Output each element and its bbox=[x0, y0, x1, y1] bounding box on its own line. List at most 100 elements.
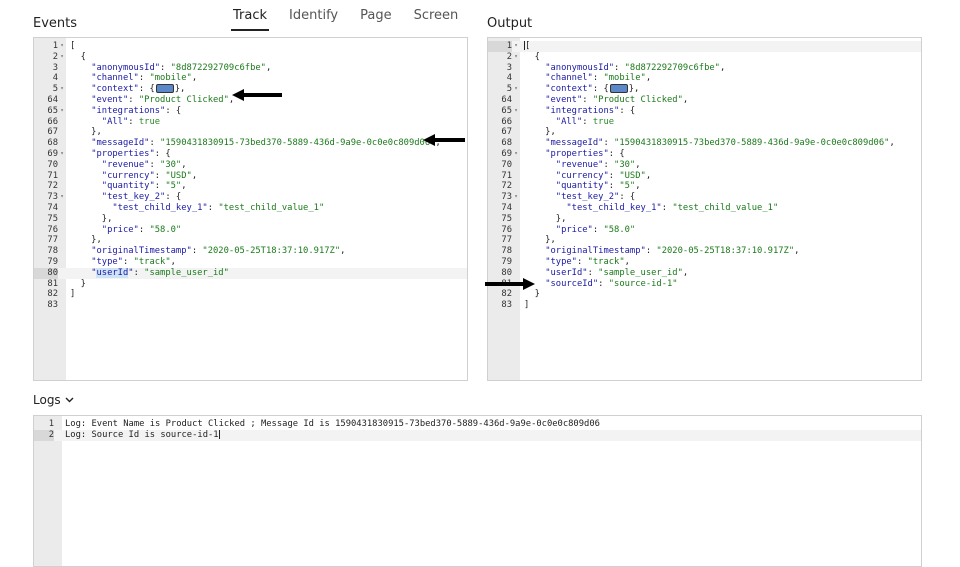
line-text: "currency": "USD", bbox=[524, 171, 651, 182]
code-line[interactable]: 82 } bbox=[488, 289, 921, 300]
code-line[interactable]: 3 "anonymousId": "8d872292709c6fbe", bbox=[488, 63, 921, 74]
code-token: , bbox=[719, 62, 726, 73]
log-text: Log: Event Name is Product Clicked ; Mes… bbox=[65, 419, 600, 429]
line-text: "All": true bbox=[70, 117, 160, 128]
code-line[interactable]: 5▾ "context": {}, bbox=[488, 84, 921, 95]
code-line[interactable]: 65▾ "integrations": { bbox=[488, 106, 921, 117]
code-line[interactable]: 67 }, bbox=[34, 127, 467, 138]
code-line[interactable]: 76 "price": "58.0" bbox=[488, 225, 921, 236]
code-token bbox=[524, 84, 545, 94]
tab-identify[interactable]: Identify bbox=[289, 8, 339, 23]
code-line[interactable]: 66 "All": true bbox=[488, 117, 921, 128]
code-token: : bbox=[587, 267, 599, 278]
line-text: "context": {}, bbox=[524, 84, 639, 95]
code-line[interactable]: 75 }, bbox=[34, 214, 467, 225]
fold-triangle-icon[interactable]: ▾ bbox=[60, 52, 64, 60]
code-line[interactable]: 68 "messageId": "1590431830915-73bed370-… bbox=[34, 138, 467, 149]
fold-triangle-icon[interactable]: ▾ bbox=[60, 42, 64, 49]
code-token: "test_child_key_1" bbox=[566, 202, 662, 213]
tab-screen[interactable]: Screen bbox=[413, 8, 459, 23]
code-line[interactable]: 2▾ { bbox=[34, 52, 467, 63]
code-line[interactable]: 70 "revenue": "30", bbox=[488, 160, 921, 171]
code-line[interactable]: 71 "currency": "USD", bbox=[34, 171, 467, 182]
code-token: "2020-05-25T18:37:10.917Z" bbox=[202, 246, 341, 257]
code-line[interactable]: 76 "price": "58.0" bbox=[34, 225, 467, 236]
code-line[interactable]: 79 "type": "track", bbox=[488, 257, 921, 268]
code-token bbox=[524, 106, 545, 116]
code-line[interactable]: 64 "event": "Product Clicked", bbox=[34, 95, 467, 106]
code-token: : bbox=[138, 73, 150, 84]
code-line[interactable]: 69▾ "properties": { bbox=[488, 149, 921, 160]
folded-block-widget[interactable] bbox=[155, 84, 174, 94]
line-text: "test_child_key_1": "test_child_value_1" bbox=[70, 203, 324, 214]
line-text: "event": "Product Clicked", bbox=[524, 95, 688, 106]
code-line[interactable]: 1▾[ bbox=[488, 41, 921, 52]
code-line[interactable]: 66 "All": true bbox=[34, 117, 467, 128]
code-line[interactable]: 72 "quantity": "5", bbox=[34, 181, 467, 192]
fold-triangle-icon[interactable]: ▾ bbox=[60, 106, 64, 114]
fold-triangle-icon[interactable]: ▾ bbox=[60, 149, 64, 157]
code-token: { bbox=[70, 51, 86, 62]
code-line[interactable]: 83 bbox=[34, 300, 467, 311]
code-line[interactable]: 81 "sourceId": "source-id-1" bbox=[488, 279, 921, 290]
code-line[interactable]: 72 "quantity": "5", bbox=[488, 181, 921, 192]
code-line[interactable]: 69▾ "properties": { bbox=[34, 149, 467, 160]
code-line[interactable]: 79 "type": "track", bbox=[34, 257, 467, 268]
code-line[interactable]: 4 "channel": "mobile", bbox=[488, 73, 921, 84]
fold-triangle-icon[interactable]: ▾ bbox=[60, 85, 64, 93]
fold-triangle-icon[interactable]: ▾ bbox=[514, 52, 518, 60]
code-line[interactable]: 3 "anonymousId": "8d872292709c6fbe", bbox=[34, 63, 467, 74]
code-line[interactable]: 75 }, bbox=[488, 214, 921, 225]
event-type-tabs: Track Identify Page Screen bbox=[222, 0, 469, 32]
code-line[interactable]: 74 "test_child_key_1": "test_child_value… bbox=[34, 203, 467, 214]
code-token bbox=[70, 181, 102, 191]
code-line[interactable]: 74 "test_child_key_1": "test_child_value… bbox=[488, 203, 921, 214]
code-line[interactable]: 83] bbox=[488, 300, 921, 311]
code-line[interactable]: 4 "channel": "mobile", bbox=[34, 73, 467, 84]
fold-triangle-icon[interactable]: ▾ bbox=[514, 42, 518, 49]
code-line[interactable]: 68 "messageId": "1590431830915-73bed370-… bbox=[488, 138, 921, 149]
line-text: "test_key_2": { bbox=[70, 192, 181, 203]
code-line[interactable]: 64 "event": "Product Clicked", bbox=[488, 95, 921, 106]
fold-triangle-icon[interactable]: ▾ bbox=[514, 106, 518, 114]
code-line[interactable]: 71 "currency": "USD", bbox=[488, 171, 921, 182]
code-token: true bbox=[592, 116, 615, 127]
code-line[interactable]: 5▾ "context": {}, bbox=[34, 84, 467, 95]
fold-triangle-icon[interactable]: ▾ bbox=[60, 193, 64, 201]
line-number: 82 bbox=[501, 289, 512, 300]
fold-triangle-icon[interactable]: ▾ bbox=[514, 85, 518, 93]
output-editor[interactable]: 1▾[2▾ {3 "anonymousId": "8d872292709c6fb… bbox=[487, 37, 922, 381]
code-token: , bbox=[265, 62, 272, 73]
code-line[interactable]: 70 "revenue": "30", bbox=[34, 160, 467, 171]
code-line[interactable]: 73▾ "test_key_2": { bbox=[488, 192, 921, 203]
code-line[interactable]: 78 "originalTimestamp": "2020-05-25T18:3… bbox=[488, 246, 921, 257]
tab-page[interactable]: Page bbox=[360, 8, 392, 23]
code-line[interactable]: 77 }, bbox=[34, 235, 467, 246]
code-line[interactable]: 73▾ "test_key_2": { bbox=[34, 192, 467, 203]
code-line[interactable]: 78 "originalTimestamp": "2020-05-25T18:3… bbox=[34, 246, 467, 257]
code-line[interactable]: 2▾ { bbox=[488, 52, 921, 63]
code-line[interactable]: 80 "userId": "sample_user_id" bbox=[34, 267, 467, 279]
code-token: "8d872292709c6fbe" bbox=[624, 62, 720, 73]
line-number: 75 bbox=[47, 213, 58, 224]
fold-triangle-icon[interactable]: ▾ bbox=[514, 193, 518, 201]
line-text: "test_key_2": { bbox=[524, 192, 635, 203]
code-line[interactable]: 65▾ "integrations": { bbox=[34, 106, 467, 117]
code-line[interactable]: 80 "userId": "sample_user_id", bbox=[488, 268, 921, 279]
logs-toggle[interactable]: Logs bbox=[33, 393, 74, 407]
tab-track[interactable]: Track bbox=[222, 0, 278, 32]
code-line[interactable]: 67 }, bbox=[488, 127, 921, 138]
fold-triangle-icon[interactable]: ▾ bbox=[514, 149, 518, 157]
arrow-right-icon bbox=[485, 278, 535, 290]
code-line[interactable]: 1▾[ bbox=[34, 41, 467, 52]
code-line[interactable]: 77 }, bbox=[488, 235, 921, 246]
output-title: Output bbox=[487, 16, 533, 31]
code-line[interactable]: 82] bbox=[34, 289, 467, 300]
code-token: "test_child_key_1" bbox=[112, 202, 208, 213]
folded-block-widget[interactable] bbox=[609, 84, 628, 94]
code-line[interactable]: 81 } bbox=[34, 279, 467, 290]
code-token bbox=[70, 171, 102, 181]
